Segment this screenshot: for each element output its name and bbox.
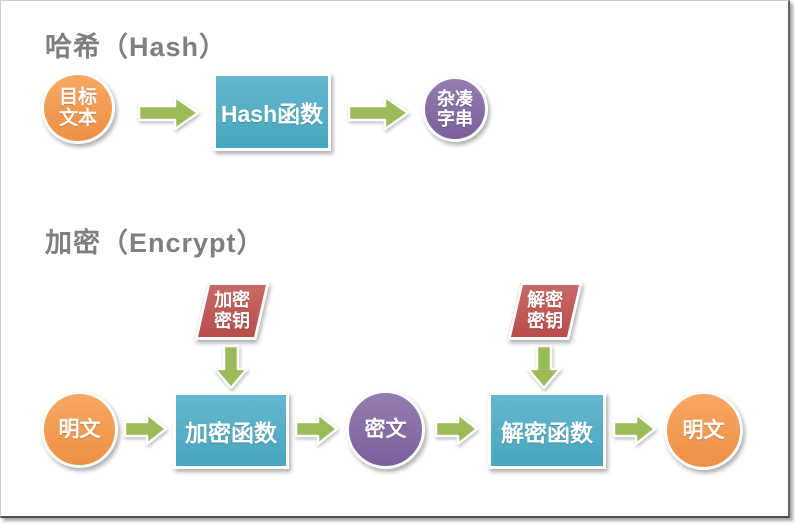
decrypt-key-label: 解密 密钥 <box>527 290 563 331</box>
plaintext-input-label: 明文 <box>58 417 101 441</box>
arrow-down-icon <box>525 344 563 390</box>
decrypt-function-label: 解密函数 <box>501 419 593 446</box>
encrypt-section-title: 加密（Encrypt） <box>45 228 265 258</box>
arrow-down-icon <box>212 344 250 390</box>
encrypt-key-node: 加密 密钥 <box>194 282 270 340</box>
hash-output-node: 杂凑 字串 <box>422 76 488 142</box>
slide-canvas: 哈希（Hash） 目标 文本 Hash函数 杂凑 字串 加密（Encrypt） … <box>0 0 790 518</box>
target-text-line1: 目标 <box>58 86 97 108</box>
encrypt-key-label: 加密 密钥 <box>214 290 250 331</box>
hash-function-node: Hash函数 <box>213 73 331 151</box>
arrow-right-icon <box>434 410 480 448</box>
decrypt-key-node: 解密 密钥 <box>507 282 583 340</box>
arrow-right-icon <box>137 93 201 133</box>
arrow-right-icon <box>123 410 169 448</box>
encrypt-function-node: 加密函数 <box>173 392 289 469</box>
encrypt-key-line1: 加密 <box>214 290 250 311</box>
arrow-right-icon <box>612 410 658 448</box>
plaintext-input-node: 明文 <box>41 391 118 468</box>
hash-output-line2: 字串 <box>437 109 473 129</box>
decrypt-function-node: 解密函数 <box>488 392 606 469</box>
hash-output-line1: 杂凑 <box>437 88 473 109</box>
arrow-right-icon <box>294 410 340 448</box>
target-text-line2: 文本 <box>58 108 97 129</box>
arrow-right-icon <box>347 93 411 133</box>
decrypt-key-line2: 密钥 <box>527 311 563 331</box>
target-text-node: 目标 文本 <box>41 72 115 144</box>
plaintext-output-node: 明文 <box>664 391 743 470</box>
hash-function-label: Hash函数 <box>220 101 324 127</box>
plaintext-output-label: 明文 <box>682 418 725 442</box>
ciphertext-label: 密文 <box>364 417 407 441</box>
decrypt-key-line1: 解密 <box>527 290 563 311</box>
encrypt-function-label: 加密函数 <box>185 419 277 446</box>
encrypt-key-line2: 密钥 <box>214 311 250 331</box>
ciphertext-node: 密文 <box>346 390 425 469</box>
hash-section-title: 哈希（Hash） <box>45 32 228 62</box>
